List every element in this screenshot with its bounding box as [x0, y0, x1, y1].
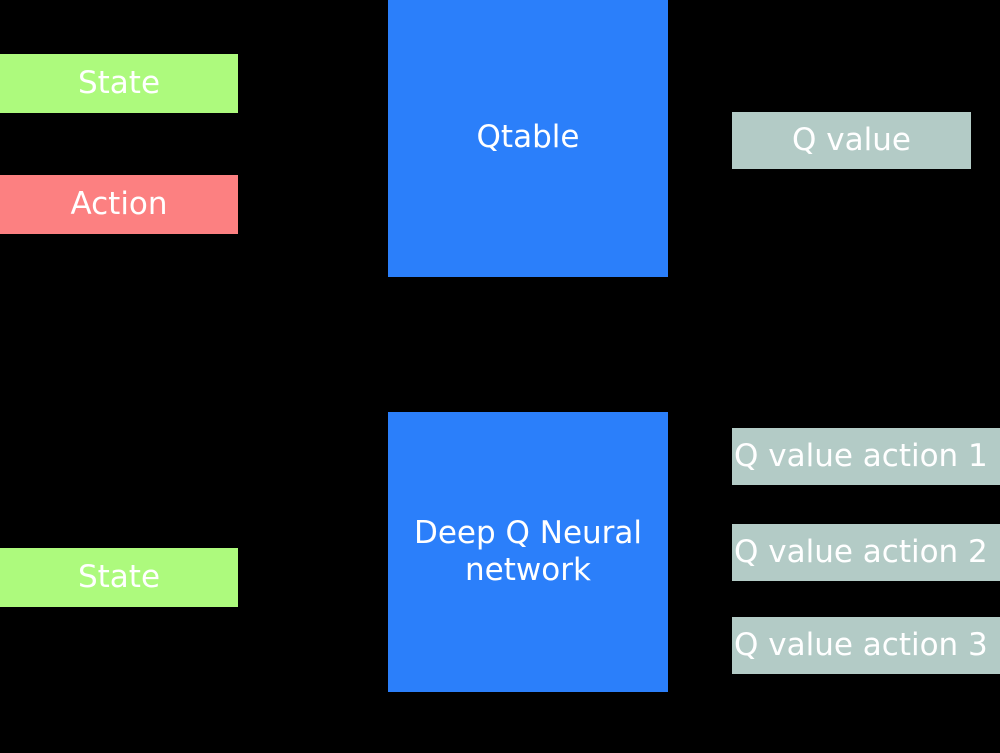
- q-value-action-2-box: Q value action 2: [732, 524, 1000, 581]
- state-box-deep-qlearning: State: [0, 548, 238, 607]
- deep-q-neural-network-box: Deep Q Neural network: [388, 412, 668, 692]
- q-value-output-box: Q value: [732, 112, 971, 169]
- state-box-qlearning: State: [0, 54, 238, 113]
- q-value-action-3-box: Q value action 3: [732, 617, 1000, 674]
- action-box-qlearning: Action: [0, 175, 238, 234]
- qtable-box: Qtable: [388, 0, 668, 277]
- q-value-action-1-box: Q value action 1: [732, 428, 1000, 485]
